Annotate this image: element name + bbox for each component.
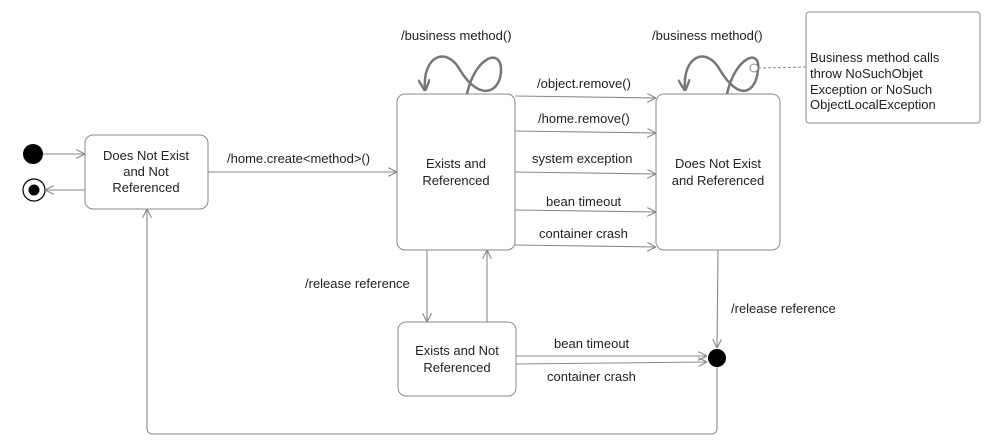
note-box: Business method calls throw NoSuchObjet … (805, 11, 981, 124)
state-label-line: Referenced (423, 360, 490, 375)
transition-label-system-exception: system exception (532, 151, 632, 166)
transition-label-create: /home.create<method>() (227, 151, 370, 166)
final-state (22, 178, 46, 202)
transition-label-container-crash-2: container crash (547, 369, 636, 384)
transition-label-business-method: /business method() (401, 28, 512, 43)
transition-label-business-method-2: /business method() (652, 28, 763, 43)
junction-point (708, 349, 726, 367)
state-exists-referenced: Exists and Referenced (396, 93, 516, 251)
transition-label-bean-timeout: bean timeout (546, 194, 622, 209)
initial-state (23, 144, 43, 164)
transition-system-exception (514, 172, 656, 174)
note-line: ObjectLocalException (810, 97, 936, 112)
transition-return-to-does-not-exist (147, 209, 718, 435)
state-label-line: Does Not Exist (675, 156, 761, 171)
transition-label-release-reference-2: /release reference (731, 301, 836, 316)
transition-release-reference-2 (717, 249, 718, 348)
transition-container-crash-2 (515, 362, 707, 364)
note-anchor (749, 63, 759, 73)
transition-bean-timeout (514, 210, 656, 212)
self-loop-business-method-2 (685, 55, 760, 95)
transition-label-release-reference: /release reference (305, 276, 410, 291)
state-does-not-exist-referenced: Does Not Exist and Referenced (655, 93, 781, 251)
transition-label-object-remove: /object.remove() (537, 76, 631, 91)
transition-home-remove (514, 131, 656, 133)
state-label-line: Referenced (112, 180, 179, 195)
transition-label-container-crash: container crash (539, 226, 628, 241)
state-exists-not-referenced: Exists and Not Referenced (397, 321, 517, 397)
state-label-line: and Not (123, 164, 169, 179)
state-label-line: Exists and (426, 156, 486, 171)
state-label-line: and Referenced (672, 173, 765, 188)
transition-container-crash (514, 245, 656, 247)
state-label-line: Referenced (422, 173, 489, 188)
transition-label-home-remove: /home.remove() (538, 111, 630, 126)
self-loop-business-method (425, 55, 503, 95)
note-line: Exception or NoSuch (810, 82, 932, 97)
note-connector (757, 66, 807, 69)
state-does-not-exist-not-referenced: Does Not Exist and Not Referenced (84, 134, 209, 210)
state-label-line: Does Not Exist (103, 148, 189, 163)
note-line: throw NoSuchObjet (810, 66, 923, 81)
transition-object-remove (514, 96, 656, 98)
note-line: Business method calls (810, 50, 940, 65)
state-label-line: Exists and Not (415, 343, 499, 358)
transition-label-bean-timeout-2: bean timeout (554, 336, 630, 351)
